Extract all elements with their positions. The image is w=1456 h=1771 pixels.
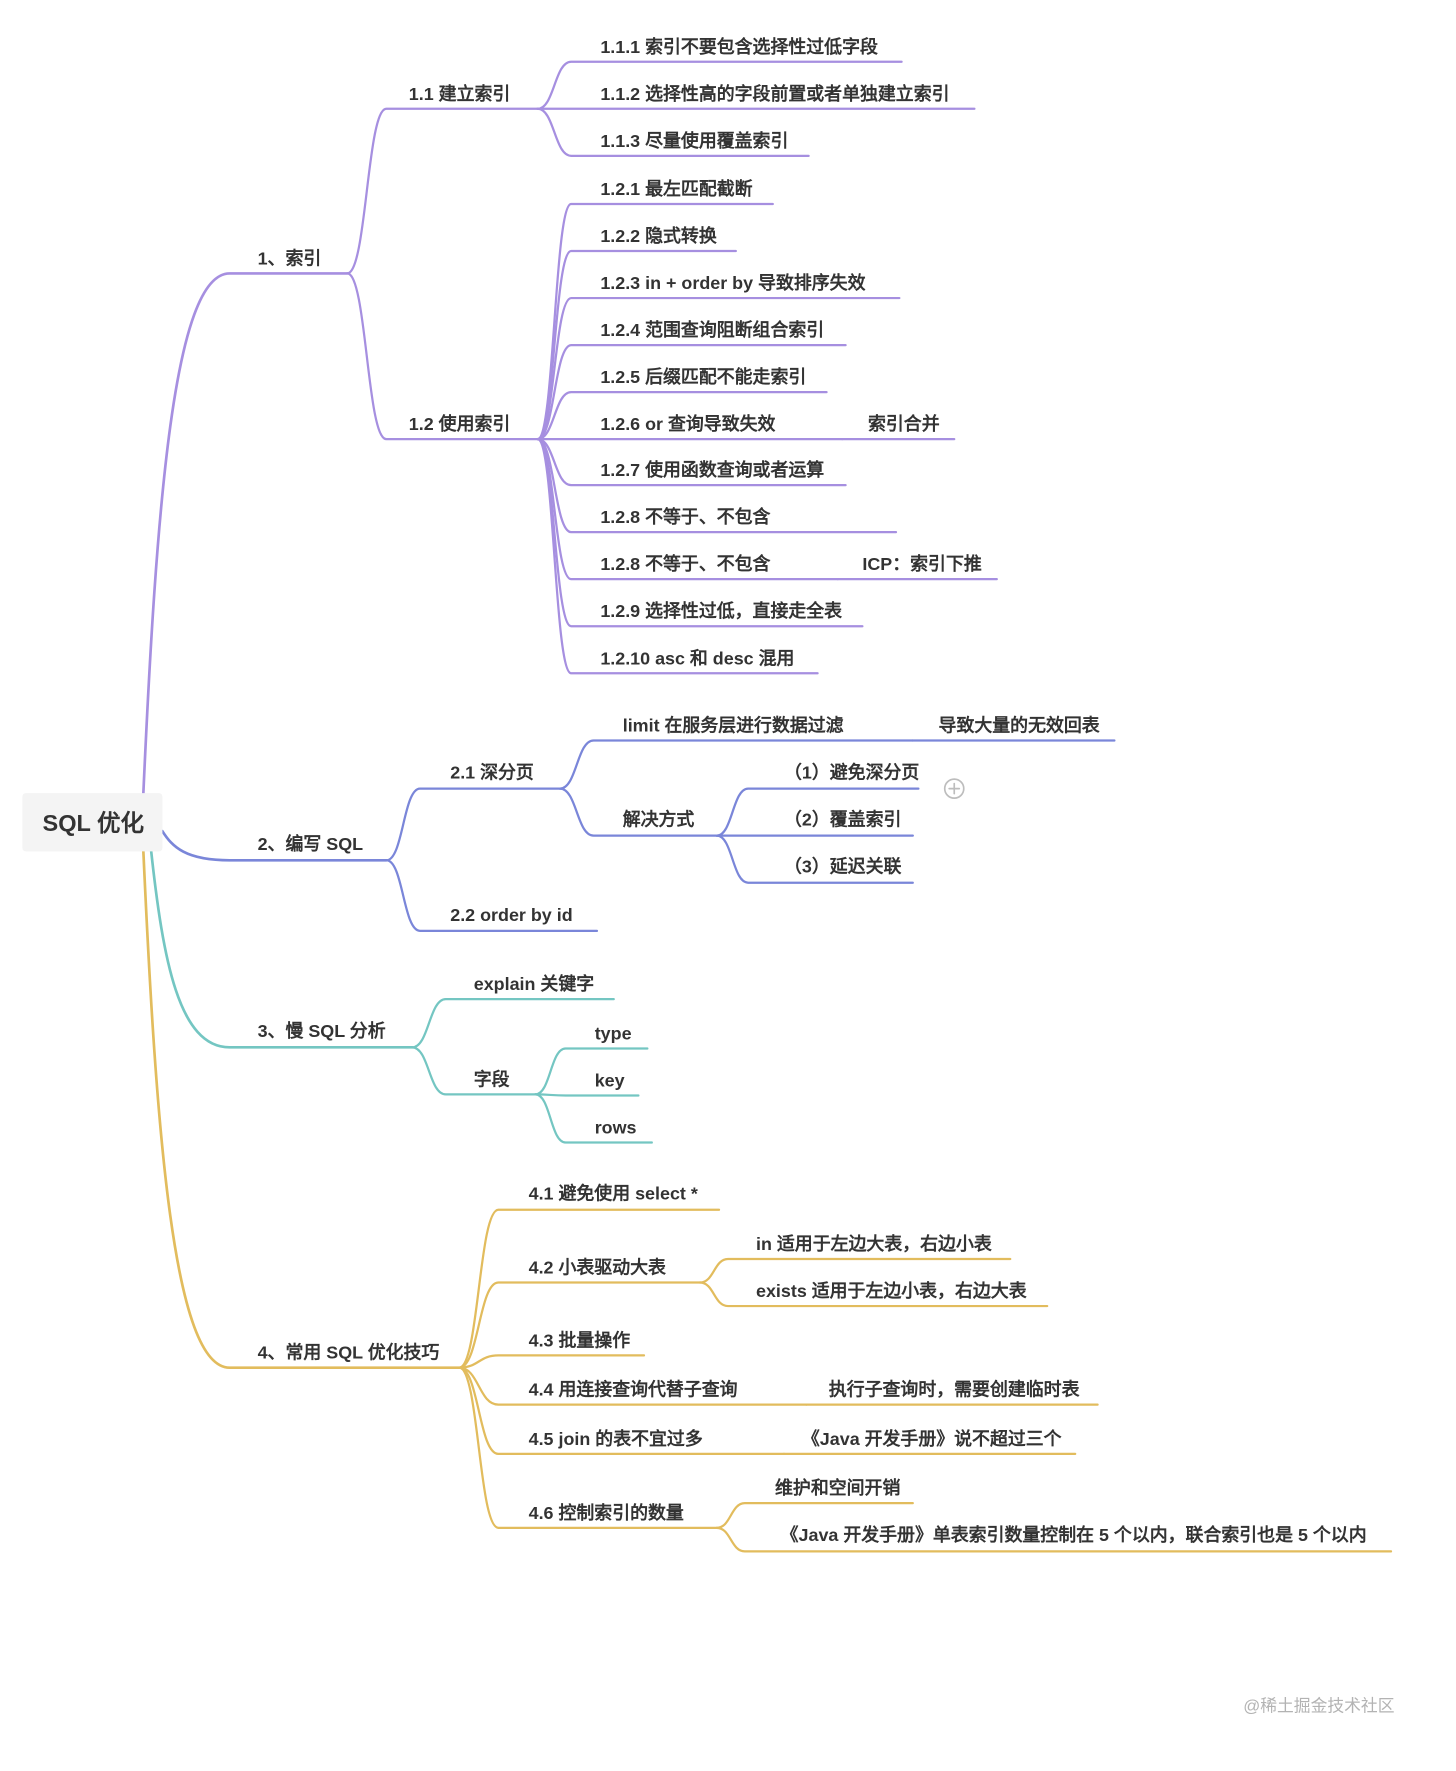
- topic-3-1: explain 关键字: [474, 973, 594, 994]
- connector-branch-3: [149, 849, 414, 1049]
- connector-1-1-3: [536, 107, 810, 157]
- connector-4-6: [458, 1366, 718, 1529]
- topic-1-2-1: 1.2.1 最左匹配截断: [600, 178, 752, 199]
- topic-1-2-8b: 1.2.8 不等于、不包含: [600, 553, 770, 574]
- connector-branch-1: [142, 272, 349, 795]
- topic-4: 4、常用 SQL 优化技巧: [258, 1342, 440, 1363]
- connector-4-1: [458, 1208, 721, 1369]
- watermark: @稀土掘金技术社区: [1243, 1696, 1394, 1715]
- topic-2-1-1-note: 导致大量的无效回表: [939, 715, 1100, 736]
- branch-1: 1、索引 1.1 建立索引 1.1.1 索引不要包含选择性过低字段 1.1.2 …: [258, 36, 982, 669]
- connector-3-1: [411, 998, 615, 1049]
- topic-4-2-2: exists 适用于左边小表，右边大表: [756, 1280, 1027, 1301]
- connector-1-1-1: [536, 60, 903, 110]
- topic-1-2-8b-note: ICP：索引下推: [862, 553, 981, 574]
- connector-2-1-2-1: [715, 787, 920, 837]
- topic-1-2-5: 1.2.5 后缀匹配不能走索引: [600, 366, 806, 387]
- branch-4: 4、常用 SQL 优化技巧 4.1 避免使用 select * 4.2 小表驱动…: [258, 1183, 1367, 1546]
- topic-1-2: 1.2 使用索引: [409, 413, 511, 434]
- connector-2-1-2: [558, 787, 718, 837]
- topic-1-2-6: 1.2.6 or 查询导致失效: [600, 413, 775, 434]
- topic-3-2-1: type: [595, 1024, 632, 1044]
- topic-4-6-1: 维护和空间开销: [775, 1477, 900, 1498]
- topic-1-1-1: 1.1.1 索引不要包含选择性过低字段: [600, 36, 878, 57]
- connector-1-2-3: [536, 296, 901, 441]
- connector-4-2-1: [698, 1257, 1012, 1284]
- expand-plus-icon[interactable]: [943, 778, 965, 799]
- topic-4-1: 4.1 避免使用 select *: [529, 1183, 698, 1204]
- connector-1-1: [346, 107, 539, 275]
- connector-4-2-2: [698, 1281, 1049, 1308]
- topic-2-1-2: 解决方式: [623, 809, 695, 830]
- connector-4-6-2: [715, 1526, 1393, 1553]
- connector-4-4: [458, 1366, 808, 1406]
- topic-2-1-2-1: （1）避免深分页: [784, 762, 919, 783]
- topic-1-2-6-note: 索引合并: [868, 413, 940, 434]
- topic-1-2-4: 1.2.4 范围查询阻断组合索引: [600, 319, 824, 340]
- branch-2: 2、编写 SQL 2.1 深分页 limit 在服务层进行数据过滤 导致大量的无…: [258, 715, 1100, 925]
- connector-3-2-3: [534, 1093, 653, 1144]
- topic-2: 2、编写 SQL: [258, 833, 364, 854]
- topic-2-2: 2.2 order by id: [450, 905, 572, 925]
- connector-2-1-2-3: [715, 834, 914, 884]
- connector-1-2-5: [536, 391, 828, 441]
- connector-3-2-2: [534, 1093, 640, 1097]
- topic-1: 1、索引: [258, 247, 322, 268]
- connector-1-2-4: [536, 343, 847, 441]
- topic-4-2: 4.2 小表驱动大表: [529, 1257, 666, 1278]
- topic-3-2-3: rows: [595, 1118, 637, 1138]
- topic-2-1-2-2: （2）覆盖索引: [784, 809, 901, 830]
- topic-1-2-7: 1.2.7 使用函数查询或者运算: [600, 459, 824, 480]
- topic-4-5: 4.5 join 的表不宜过多: [529, 1428, 703, 1449]
- topic-1-1-2: 1.1.2 选择性高的字段前置或者单独建立索引: [600, 83, 949, 104]
- topic-4-2-1: in 适用于左边大表，右边小表: [756, 1233, 992, 1254]
- topic-4-4-note: 执行子查询时，需要创建临时表: [829, 1379, 1080, 1400]
- connector-3-2-1: [534, 1047, 649, 1096]
- topic-1-2-9: 1.2.9 选择性过低，直接走全表: [600, 600, 842, 621]
- topic-1-2-3: 1.2.3 in + order by 导致排序失效: [600, 272, 865, 293]
- branch-3: 3、慢 SQL 分析 explain 关键字 字段 type key rows: [258, 973, 637, 1137]
- topic-2-1-1: limit 在服务层进行数据过滤: [623, 715, 844, 736]
- topic-2-1-2-3: （3）延迟关联: [784, 856, 901, 877]
- connector-4-2: [458, 1281, 702, 1369]
- topic-4-5-note: 《Java 开发手册》说不超过三个: [802, 1428, 1062, 1449]
- topic-4-6: 4.6 控制索引的数量: [529, 1502, 684, 1523]
- connector-branch-4: [142, 849, 461, 1370]
- topic-1-1-3: 1.1.3 尽量使用覆盖索引: [600, 130, 788, 151]
- root-topic-label: SQL 优化: [43, 809, 145, 836]
- root-topic-box: [22, 793, 163, 852]
- topic-1-1: 1.1 建立索引: [409, 83, 511, 104]
- connectors: [142, 60, 1393, 1553]
- topic-3-2: 字段: [474, 1068, 510, 1089]
- topic-3: 3、慢 SQL 分析: [258, 1020, 386, 1041]
- connector-4-3: [458, 1354, 646, 1369]
- connector-3-2: [411, 1046, 537, 1096]
- topic-1-2-10: 1.2.10 asc 和 desc 混用: [600, 648, 794, 668]
- topic-1-2-2: 1.2.2 隐式转换: [600, 225, 717, 246]
- connector-4-5: [458, 1366, 786, 1456]
- topic-1-2-8: 1.2.8 不等于、不包含: [600, 506, 770, 527]
- topic-4-3: 4.3 批量操作: [529, 1329, 631, 1350]
- connector-1-2: [346, 272, 539, 441]
- connector-branch-2: [161, 829, 388, 862]
- topic-4-6-2: 《Java 开发手册》单表索引数量控制在 5 个以内，联合索引也是 5 个以内: [781, 1524, 1367, 1545]
- connector-4-6-1: [715, 1502, 914, 1529]
- topic-2-1: 2.1 深分页: [450, 762, 534, 783]
- connector-2-2: [385, 859, 599, 932]
- topic-4-4: 4.4 用连接查询代替子查询: [529, 1379, 738, 1400]
- root-topic: SQL 优化: [22, 793, 163, 852]
- connector-2-1-1: [558, 739, 914, 790]
- connector-2-1: [385, 787, 562, 862]
- connector-1-2-10: [536, 438, 819, 675]
- topic-3-2-2: key: [595, 1071, 625, 1091]
